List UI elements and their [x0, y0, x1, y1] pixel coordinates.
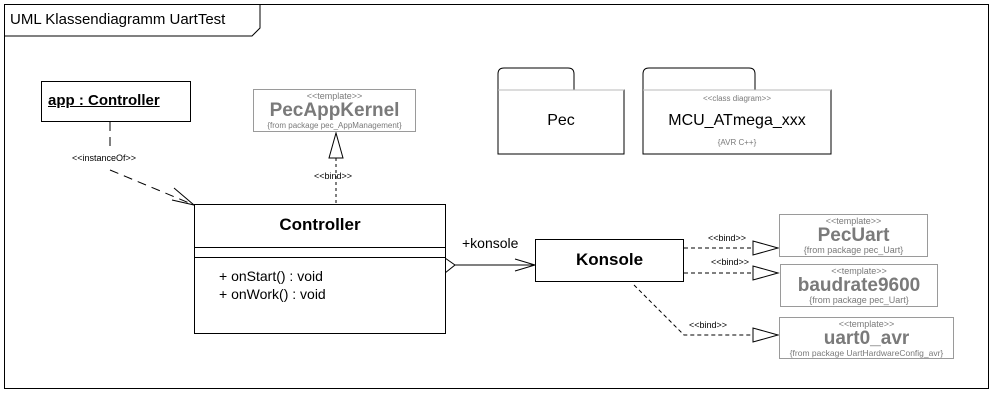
template-pecuart[interactable]: <<template>> PecUart {from package pec_U… [779, 214, 928, 257]
instance-label: app : Controller [48, 92, 160, 109]
template-baudrate9600[interactable]: <<template>> baudrate9600 {from package … [780, 264, 938, 307]
package-mcu-name: MCU_ATmega_xxx [668, 112, 806, 129]
bind-baud-arrowhead [752, 265, 780, 281]
package-mcu-tab [642, 67, 756, 90]
bind-kernel-label: <<bind>> [314, 171, 353, 181]
bind-uart0-label: <<bind>> [689, 320, 728, 330]
attributes-divider [195, 247, 445, 248]
operation-onstart: + onStart() : void [219, 268, 323, 284]
template-uart0-avr[interactable]: <<template>> uart0_avr {from package Uar… [779, 317, 954, 359]
operation-onwork: + onWork() : void [219, 286, 326, 302]
package-pec-body[interactable] [497, 89, 625, 155]
template-source: {from package pec_Uart} [803, 245, 904, 255]
bind-uart0-line[interactable] [633, 284, 753, 336]
class-konsole-name: Konsole [575, 250, 644, 269]
instance-app-controller[interactable]: app : Controller [41, 81, 191, 122]
class-konsole[interactable]: Konsole [535, 239, 684, 282]
frame-title-tab [4, 4, 261, 37]
template-stereotype: <<template>> [838, 319, 895, 329]
template-source: {from package pec_AppManagement} [267, 121, 402, 130]
association-role-konsole: +konsole [462, 235, 519, 251]
class-controller[interactable]: Controller + onStart() : void + onWork()… [194, 204, 446, 334]
bind-baud-label: <<bind>> [711, 257, 750, 267]
package-pec-tab [497, 67, 575, 90]
template-name: PecUart [817, 225, 890, 246]
template-name: baudrate9600 [797, 275, 921, 296]
package-mcu-stereotype: <<class diagram>> [702, 94, 772, 103]
diagram-title: UML Klassendiagramm UartTest [10, 11, 226, 28]
operations-list: + onStart() : void + onWork() : void [219, 267, 326, 303]
package-mcu-body[interactable] [642, 89, 832, 155]
class-controller-name: Controller [279, 215, 361, 234]
template-stereotype: <<template>> [831, 266, 887, 276]
operations-divider [195, 257, 445, 258]
instanceof-dependency-line[interactable] [109, 122, 195, 206]
bind-pecuart-label: <<bind>> [708, 233, 747, 243]
bind-pecuart-arrowhead [752, 240, 780, 256]
template-name: PecAppKernel [269, 100, 400, 121]
diagram-frame [4, 4, 989, 389]
template-stereotype: <<template>> [306, 91, 363, 101]
package-mcu-constraint: {AVR C++} [717, 138, 757, 147]
template-source: {from package UartHardwareConfig_avr} [789, 348, 944, 358]
template-stereotype: <<template>> [825, 216, 882, 226]
package-pec-name: Pec [547, 112, 575, 129]
bind-kernel-arrowhead [328, 131, 344, 159]
template-source: {from package pec_Uart} [809, 295, 909, 305]
bind-uart0-arrowhead [752, 327, 780, 343]
template-name: uart0_avr [823, 328, 910, 349]
template-pecappkernel[interactable]: <<template>> PecAppKernel {from package … [253, 89, 416, 132]
instanceof-label: <<instanceOf>> [72, 153, 137, 163]
